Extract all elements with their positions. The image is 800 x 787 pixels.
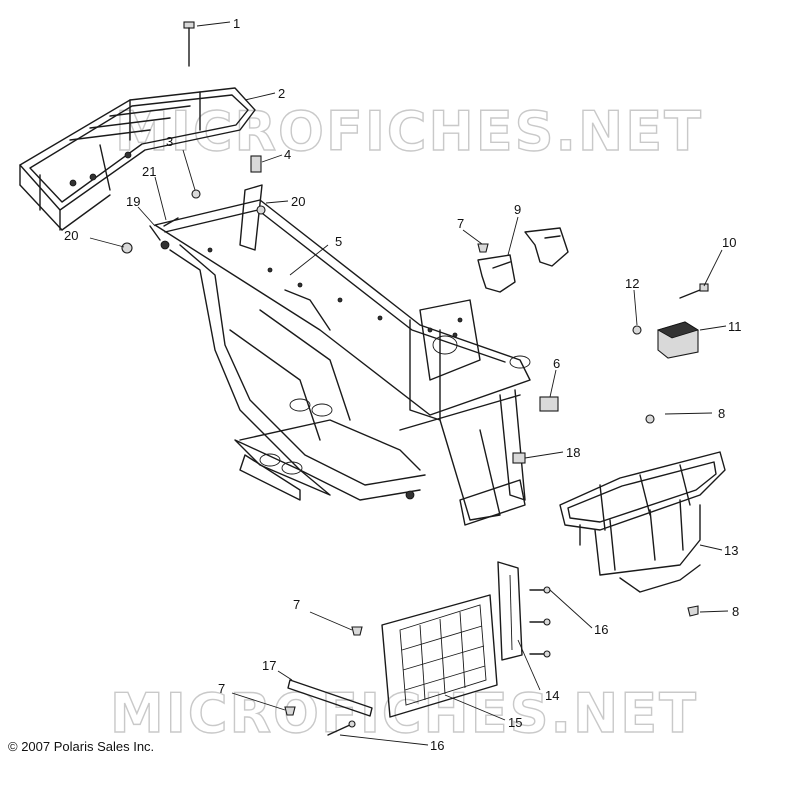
callout-8-bottom: 8 xyxy=(732,604,739,619)
callout-11: 11 xyxy=(728,319,742,334)
callout-20-right: 20 xyxy=(291,194,305,209)
callout-14: 14 xyxy=(545,688,559,703)
callout-17: 17 xyxy=(262,658,276,673)
fastener-part-8-top xyxy=(645,414,655,424)
bolt-part-1 xyxy=(183,21,195,67)
strap-part-17 xyxy=(287,679,373,717)
callout-7-bottom: 7 xyxy=(218,681,225,696)
watermark-top: MICROFICHES.NET xyxy=(115,100,703,163)
nut-part-20-left xyxy=(121,242,133,254)
callout-21: 21 xyxy=(142,164,156,179)
callout-3: 3 xyxy=(166,134,173,149)
relay-part-11 xyxy=(656,321,699,359)
front-rack-part-13 xyxy=(559,451,726,593)
rear-rack-part-2 xyxy=(19,87,256,231)
spacer-part-4 xyxy=(250,155,262,173)
fastener-part-7-middle xyxy=(351,626,363,636)
callout-6: 6 xyxy=(553,356,560,371)
main-frame-part-5 xyxy=(154,184,531,526)
callout-2: 2 xyxy=(278,86,285,101)
callout-5: 5 xyxy=(335,234,342,249)
callout-20-left: 20 xyxy=(64,228,78,243)
bolt-part-21 xyxy=(163,217,179,227)
bolt-part-10 xyxy=(679,283,709,299)
callout-16-bottom: 16 xyxy=(430,738,444,753)
screen-part-15 xyxy=(381,594,498,718)
leader-lines xyxy=(89,21,729,746)
nut-part-12 xyxy=(632,325,642,335)
copyright-notice: © 2007 Polaris Sales Inc. xyxy=(8,739,155,754)
callout-1: 1 xyxy=(233,16,240,31)
bolt-part-19 xyxy=(149,225,161,241)
callout-13: 13 xyxy=(724,543,738,558)
callout-9: 9 xyxy=(514,202,521,217)
callout-15: 15 xyxy=(508,715,522,730)
callout-7-top: 7 xyxy=(457,216,464,231)
callout-19: 19 xyxy=(126,194,140,209)
callout-18: 18 xyxy=(566,445,580,460)
callout-10: 10 xyxy=(722,235,736,250)
callout-12: 12 xyxy=(625,276,639,291)
clip-part-18 xyxy=(512,452,526,464)
callout-8-top: 8 xyxy=(718,406,725,421)
block-part-6 xyxy=(539,396,559,412)
callout-4: 4 xyxy=(284,147,291,162)
rivet-part-16-bottom xyxy=(327,720,356,736)
nut-part-3 xyxy=(191,189,201,199)
callout-7-middle: 7 xyxy=(293,597,300,612)
rivets-part-16-right xyxy=(529,586,551,658)
panel-part-14 xyxy=(497,561,523,661)
nut-part-20-right xyxy=(256,205,266,215)
fastener-part-7-bottom xyxy=(284,706,296,716)
fastener-part-7-top xyxy=(477,243,489,253)
bracket-part-9 xyxy=(477,227,569,293)
fastener-part-8-bottom xyxy=(687,605,699,617)
callout-16-right: 16 xyxy=(594,622,608,637)
